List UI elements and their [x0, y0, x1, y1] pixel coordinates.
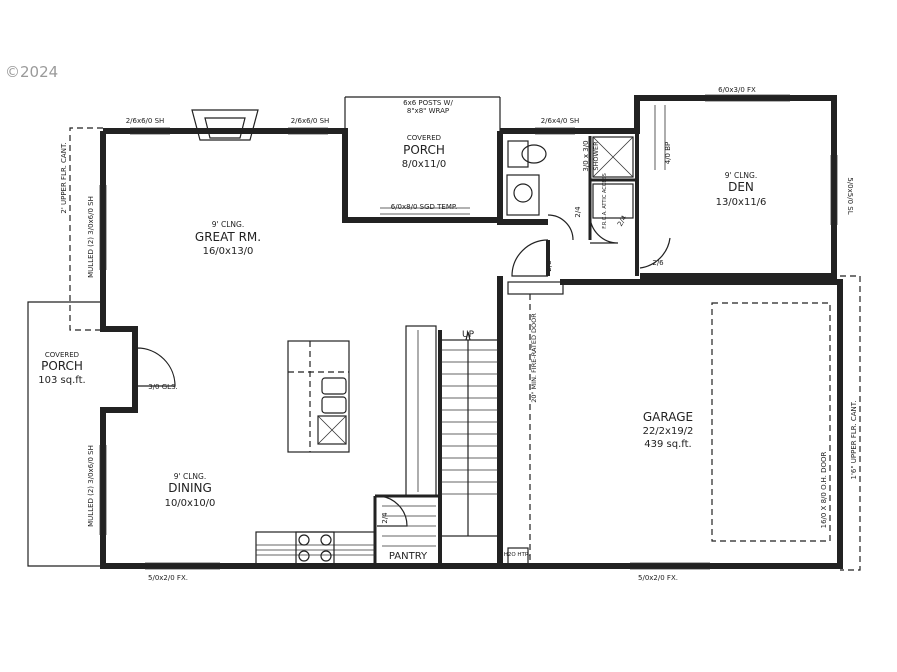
garage-size: 22/2x19/2: [643, 426, 694, 437]
label-door-24c: 2/4: [381, 512, 389, 524]
label-win-den-top: 6/0x3/0 FX: [718, 86, 756, 94]
dining-name: DINING: [168, 481, 212, 495]
porch-left-size: 103 sq.ft.: [38, 375, 85, 386]
garage-details: [507, 281, 564, 567]
label-win-bottom-left: 5/0x2/0 FX.: [148, 574, 188, 582]
cantilever-outlines: [69, 127, 861, 571]
label-upper-cant-left: 2' UPPER FLR. CANT.: [60, 142, 68, 213]
windows: [99, 94, 838, 570]
label-fire-access: F.R.C.A. ATTIC ACCESS: [602, 173, 608, 229]
stairs: [382, 331, 499, 547]
den-size: 13/0x11/6: [716, 197, 767, 208]
label-win-bottom-right: 5/0x2/0 FX.: [638, 574, 678, 582]
label-sgd: 6/0x8/0 SGD TEMP.: [391, 203, 457, 211]
den-name: DEN: [728, 180, 754, 194]
garage-area: 439 sq.ft.: [644, 439, 691, 450]
label-door-28: 2/8: [545, 260, 553, 271]
great-room-name: GREAT RM.: [195, 230, 261, 244]
bath-fixtures: [506, 105, 666, 219]
fireplace: [191, 109, 259, 141]
label-win-great-side: MULLED (2) 3/0x6/0 SH: [87, 196, 95, 278]
porch-left-name: PORCH: [41, 359, 83, 373]
pantry-name: PANTRY: [389, 551, 428, 562]
label-win-top-left: 2/6x6/0 SH: [126, 117, 165, 125]
dining-size: 10/0x10/0: [165, 498, 216, 509]
den-ceiling: 9' CLNG.: [725, 171, 757, 180]
label-door-24a: 2/4: [574, 206, 582, 218]
great-room-size: 16/0x13/0: [203, 246, 254, 257]
great-room-ceiling: 9' CLNG.: [212, 220, 244, 229]
label-stairs-up: UP: [462, 330, 475, 340]
label-gls-door: 3/0 GLS.: [148, 383, 177, 391]
door-swings: [136, 214, 671, 527]
label-win-den-right: 5/0x5/0 SL: [846, 177, 854, 214]
copyright-watermark: ©2024: [5, 63, 59, 81]
label-oh-door: 16/0 X 8/0 O.H. DOOR: [820, 451, 828, 528]
garage-name: GARAGE: [643, 410, 693, 424]
label-fire-door: 20" MIN. FIRE-RATED DOOR: [530, 313, 538, 403]
label-win-dining-side: MULLED (2) 3/0x6/0 SH: [87, 445, 95, 527]
stair-treads: [441, 349, 498, 495]
label-win-bath: 2/6x4/0 SH: [541, 117, 580, 125]
label-win-top-mid: 2/6x6/0 SH: [291, 117, 330, 125]
porch-top-size: 8/0x11/0: [402, 159, 446, 170]
label-door-26: 2/6: [652, 259, 664, 267]
porch-top-covered: COVERED: [407, 134, 441, 142]
label-shower: SHOWER: [592, 141, 600, 171]
porch-left-covered: COVERED: [45, 351, 79, 359]
label-water-heater: H2O HTR.: [504, 552, 531, 558]
kitchen: [255, 325, 437, 565]
label-door-24b: 2/4: [616, 214, 629, 228]
label-bp: 4/0 BP: [664, 142, 672, 165]
label-upper-cant-right: 1'6" UPPER FLR. CANT.: [850, 401, 858, 480]
interior-walls: [373, 131, 639, 566]
dining-ceiling: 9' CLNG.: [174, 472, 206, 481]
porch-top-post-note-1: 6x6 POSTS W/: [403, 99, 453, 107]
porch-top-name: PORCH: [403, 143, 445, 157]
label-shower-size: 3/0 x 3/0: [582, 140, 590, 171]
porch-top-post-note-2: 8"x8" WRAP: [407, 107, 449, 115]
left-porch: [27, 301, 103, 567]
